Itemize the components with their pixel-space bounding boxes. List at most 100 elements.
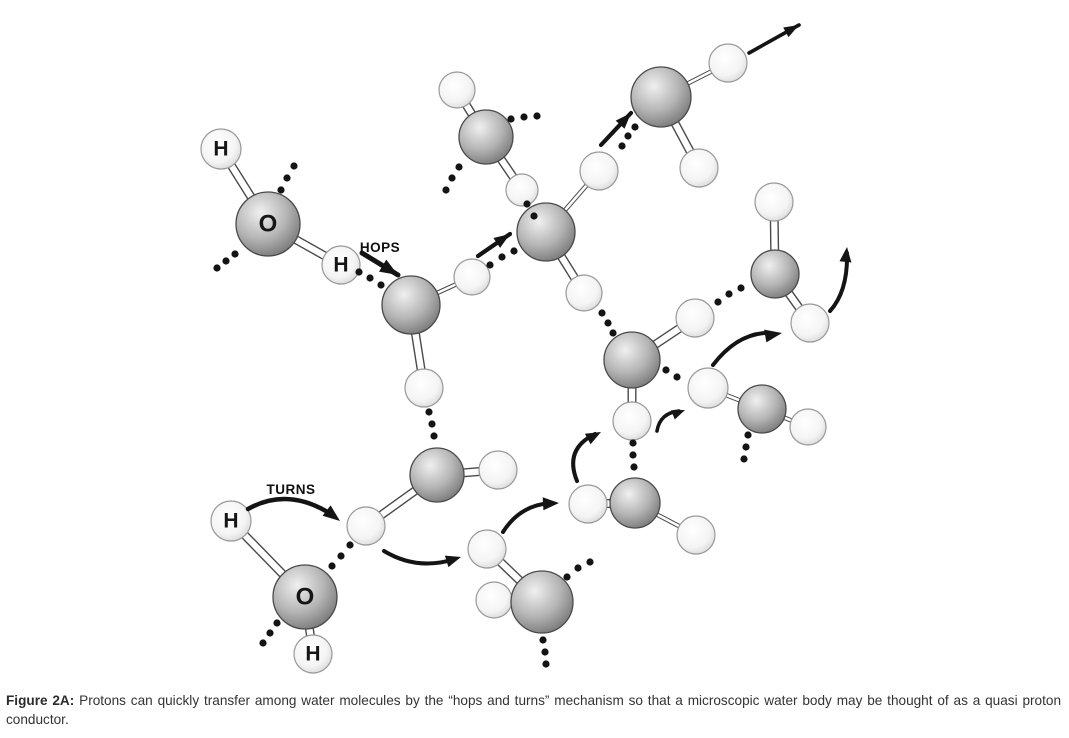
hydrogen-bond-dot <box>714 298 722 306</box>
hydrogen-bond-dot <box>259 639 267 647</box>
hydrogen-bond-dot <box>442 186 450 194</box>
hydrogen-bond-dot <box>744 431 752 439</box>
hop-arrow-3-head <box>615 113 631 129</box>
hydrogen-atom <box>346 506 386 546</box>
oxygen-atom <box>516 202 576 262</box>
hydrogen-bond-dot <box>231 250 239 258</box>
hydrogen-bond-dot <box>541 648 549 656</box>
oxygen-atom <box>272 564 338 630</box>
hydrogen-atom <box>675 298 715 338</box>
hops-label: HOPS <box>360 240 400 255</box>
hydrogen-bond-dot <box>346 541 354 549</box>
hydrogen-atom <box>475 581 513 619</box>
figure-caption: Figure 2A: Protons can quickly transfer … <box>0 691 1067 729</box>
turns-arrow <box>245 496 337 519</box>
hydrogen-atom <box>687 367 729 409</box>
hydrogen-bond-dot <box>737 284 745 292</box>
hydrogen-label: H <box>223 510 238 533</box>
hydrogen-atom <box>679 148 719 188</box>
hydrogen-bond-dot <box>618 142 626 150</box>
hydrogen-atom <box>708 43 748 83</box>
hydrogen-atom <box>467 529 507 569</box>
turns-label: TURNS <box>267 482 316 497</box>
hydrogen-atom <box>565 274 603 312</box>
hydrogen-bond-dot <box>539 636 547 644</box>
oxygen-atom <box>458 109 514 165</box>
hydrogen-atom <box>790 303 830 343</box>
figure-caption-text: Protons can quickly transfer among water… <box>6 693 1062 727</box>
hydrogen-atom <box>568 484 608 524</box>
hydrogen-bond-dot <box>673 373 681 381</box>
hydrogen-label: H <box>305 643 320 666</box>
oxygen-atom <box>603 331 661 389</box>
hydrogen-bond-dot <box>574 564 582 572</box>
turn-arrow-1-head <box>444 555 461 568</box>
turn-arrow-5 <box>711 331 767 367</box>
hydrogen-atom <box>505 173 539 207</box>
oxygen-label: O <box>296 584 315 611</box>
hydrogen-bond-dot <box>430 432 438 440</box>
turn-arrow-2-head <box>542 497 559 511</box>
figure-caption-label: Figure 2A: <box>6 693 75 708</box>
hydrogen-bond-dot <box>530 212 538 220</box>
oxygen-atom <box>630 66 692 128</box>
hydrogen-bond-dot <box>425 408 433 416</box>
hydrogen-bond-dot <box>662 366 670 374</box>
hydrogen-bond-dot <box>498 253 506 261</box>
hydrogen-atom <box>612 401 652 441</box>
hydrogen-bond-dot <box>586 558 594 566</box>
oxygen-label: O <box>259 211 278 238</box>
hydrogen-bond-dot <box>624 132 632 140</box>
hydrogen-bond-dot <box>283 174 291 182</box>
hydrogen-bond-dot <box>740 455 748 463</box>
hydrogen-bond-dot <box>542 660 550 668</box>
oxygen-atom <box>750 249 800 299</box>
hydrogen-atom <box>438 71 476 109</box>
oxygen-atom <box>737 384 787 434</box>
hydrogen-atom <box>404 368 444 408</box>
hydrogen-bond-dot <box>290 162 298 170</box>
hydrogen-bond-dot <box>523 200 531 208</box>
hop-arrow-2-head <box>493 234 510 248</box>
oxygen-atom <box>235 191 301 257</box>
hydrogen-bond-dot <box>222 257 230 265</box>
hydrogen-bond-dot <box>266 629 274 637</box>
turn-arrow-3-head <box>584 432 601 445</box>
turn-arrow-1 <box>382 549 457 566</box>
hydrogen-bond-dot <box>598 309 606 317</box>
hydrogen-bond-dot <box>725 290 733 298</box>
hydrogen-bond-dot <box>337 552 345 560</box>
oxygen-atom <box>409 447 465 503</box>
hydrogen-bond-dot <box>448 174 456 182</box>
hydrogen-bond-dot <box>507 115 515 123</box>
hydrogen-bond-dot <box>213 264 221 272</box>
turn-arrow-6-head <box>839 247 852 263</box>
hydrogen-bond-dot <box>629 451 637 459</box>
oxygen-atom <box>609 477 661 529</box>
hydrogen-bond-dot <box>355 268 363 276</box>
hydrogen-atom <box>321 245 361 285</box>
turn-arrow-4-head <box>671 410 685 420</box>
hydrogen-bond-dot <box>510 247 518 255</box>
hydrogen-bond-dot <box>742 443 750 451</box>
hydrogen-atom <box>478 450 518 490</box>
hydrogen-atom <box>789 408 827 446</box>
hydrogen-bond-dot <box>609 329 617 337</box>
hop-arrow-4-head <box>783 25 799 38</box>
hydrogen-bond-dot <box>366 274 374 282</box>
hydrogen-atom <box>754 182 794 222</box>
hydrogen-atom <box>453 258 491 296</box>
hydrogen-bond-dot <box>486 261 494 269</box>
hydrogen-bond-dot <box>377 281 385 289</box>
oxygen-atom <box>510 570 574 634</box>
hops-arrow-head <box>379 259 398 275</box>
turn-arrow-5-head <box>764 329 782 343</box>
hydrogen-bond-dot <box>630 463 638 471</box>
hydrogen-bond-dot <box>428 420 436 428</box>
hydrogen-bond-dot <box>520 113 528 121</box>
hydrogen-label: H <box>213 138 228 161</box>
hydrogen-bond-dot <box>277 186 285 194</box>
hydrogen-atom <box>200 128 242 170</box>
